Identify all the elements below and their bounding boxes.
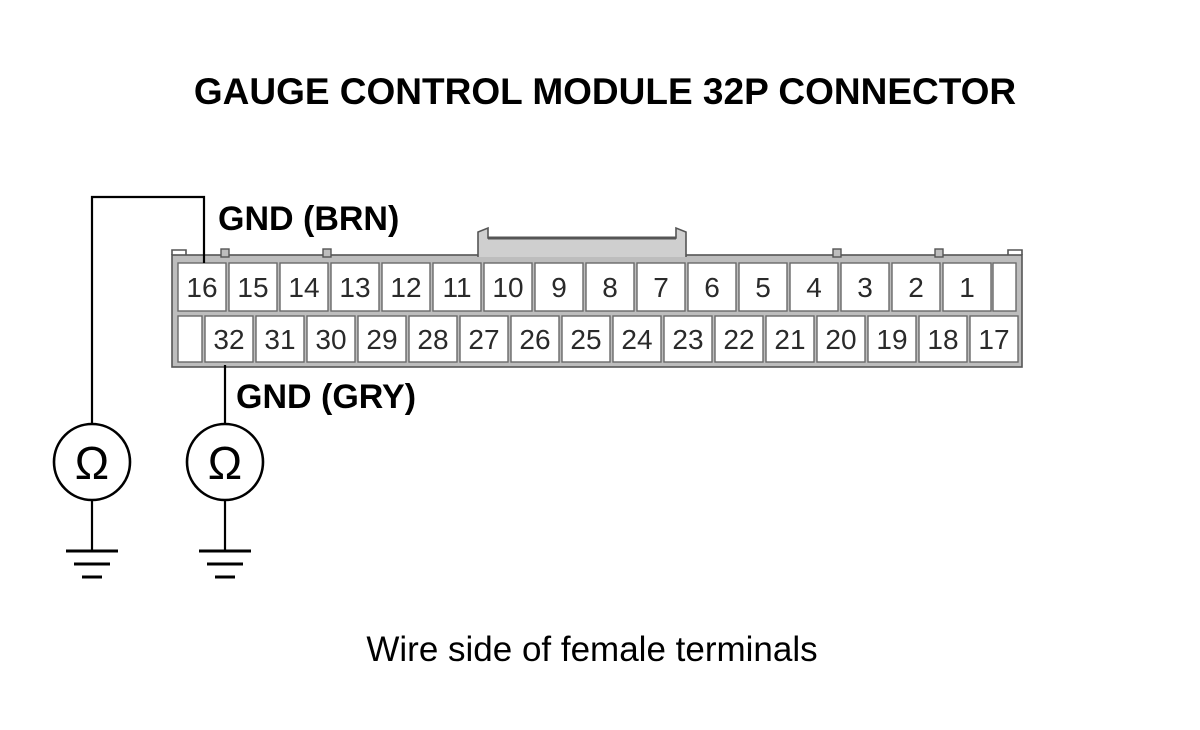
- terminal-number: 10: [492, 272, 523, 303]
- diagram-title: GAUGE CONTROL MODULE 32P CONNECTOR: [194, 71, 1016, 112]
- ground-icon: [66, 500, 118, 579]
- terminal-cell: [891, 262, 941, 312]
- terminal-number: 31: [264, 324, 295, 355]
- terminal-number: 27: [468, 324, 499, 355]
- terminal-cell: [357, 315, 407, 363]
- terminal-number: 15: [237, 272, 268, 303]
- label-gnd-brn: GND (BRN): [218, 200, 399, 238]
- svg-text:Ω: Ω: [75, 437, 109, 489]
- terminal-cell: [636, 262, 686, 312]
- terminal-number: 24: [621, 324, 652, 355]
- terminal-cell: [561, 315, 611, 363]
- terminal-number: 16: [186, 272, 217, 303]
- terminal-cell: [663, 315, 713, 363]
- wire-brn: [90, 195, 206, 423]
- terminal-cell: [177, 262, 227, 312]
- ohmmeter-icon: Ω: [52, 422, 132, 502]
- terminal-cell: [408, 315, 458, 363]
- diagram-caption: Wire side of female terminals: [366, 630, 817, 669]
- terminal-number: 21: [774, 324, 805, 355]
- terminal-cell: [738, 262, 788, 312]
- terminal-number: 13: [339, 272, 370, 303]
- connector-lock: [477, 226, 687, 257]
- connector-bottom-row: 32 31 30 29 28 27 26 25 24 23 22 21 20 19 18 17: [204, 315, 1019, 363]
- terminal-number: 8: [602, 272, 618, 303]
- terminal-number: 4: [806, 272, 822, 303]
- terminal-cell: [789, 262, 839, 312]
- connector-top-row: 16 15 14 13 12 11 10 9 8 7 6 5 4 3 2 1: [177, 262, 992, 312]
- terminal-cell: [330, 262, 380, 312]
- terminal-number: 3: [857, 272, 873, 303]
- terminal-cell: [585, 262, 635, 312]
- terminal-number: 32: [213, 324, 244, 355]
- terminal-cell: [612, 315, 662, 363]
- terminal-cell: [714, 315, 764, 363]
- terminal-number: 14: [288, 272, 319, 303]
- terminal-cell: [687, 262, 737, 312]
- terminal-cell: [816, 315, 866, 363]
- terminal-cell: [255, 315, 305, 363]
- terminal-cell: [867, 315, 917, 363]
- terminal-number: 1: [959, 272, 975, 303]
- terminal-number: 19: [876, 324, 907, 355]
- ohmmeter-icon: Ω: [185, 422, 265, 502]
- terminal-cell: [459, 315, 509, 363]
- terminal-number: 29: [366, 324, 397, 355]
- ground-icon: [199, 500, 251, 579]
- terminal-number: 25: [570, 324, 601, 355]
- terminal-number: 18: [927, 324, 958, 355]
- terminal-number: 2: [908, 272, 924, 303]
- terminal-cell: [204, 315, 254, 363]
- terminal-number: 26: [519, 324, 550, 355]
- svg-text:Ω: Ω: [208, 437, 242, 489]
- terminal-cell: [381, 262, 431, 312]
- terminal-cell: [765, 315, 815, 363]
- terminal-number: 5: [755, 272, 771, 303]
- terminal-cell: [918, 315, 968, 363]
- terminal-number: 28: [417, 324, 448, 355]
- terminal-cell: [432, 262, 482, 312]
- terminal-number: 20: [825, 324, 856, 355]
- terminal-number: 9: [551, 272, 567, 303]
- terminal-cell: [969, 315, 1019, 363]
- terminal-cell: [279, 262, 329, 312]
- terminal-cell: [483, 262, 533, 312]
- terminal-number: 11: [442, 272, 471, 303]
- label-gnd-gry: GND (GRY): [236, 378, 416, 416]
- terminal-cell: [942, 262, 992, 312]
- terminal-number: 17: [978, 324, 1009, 355]
- terminal-cell: [228, 262, 278, 312]
- terminal-cell: [840, 262, 890, 312]
- terminal-number: 22: [723, 324, 754, 355]
- terminal-cell: [510, 315, 560, 363]
- terminal-number: 6: [704, 272, 720, 303]
- terminal-number: 30: [315, 324, 346, 355]
- terminal-number: 7: [653, 272, 669, 303]
- terminal-cell: [306, 315, 356, 363]
- terminal-cell: [534, 262, 584, 312]
- terminal-number: 23: [672, 324, 703, 355]
- terminal-number: 12: [390, 272, 421, 303]
